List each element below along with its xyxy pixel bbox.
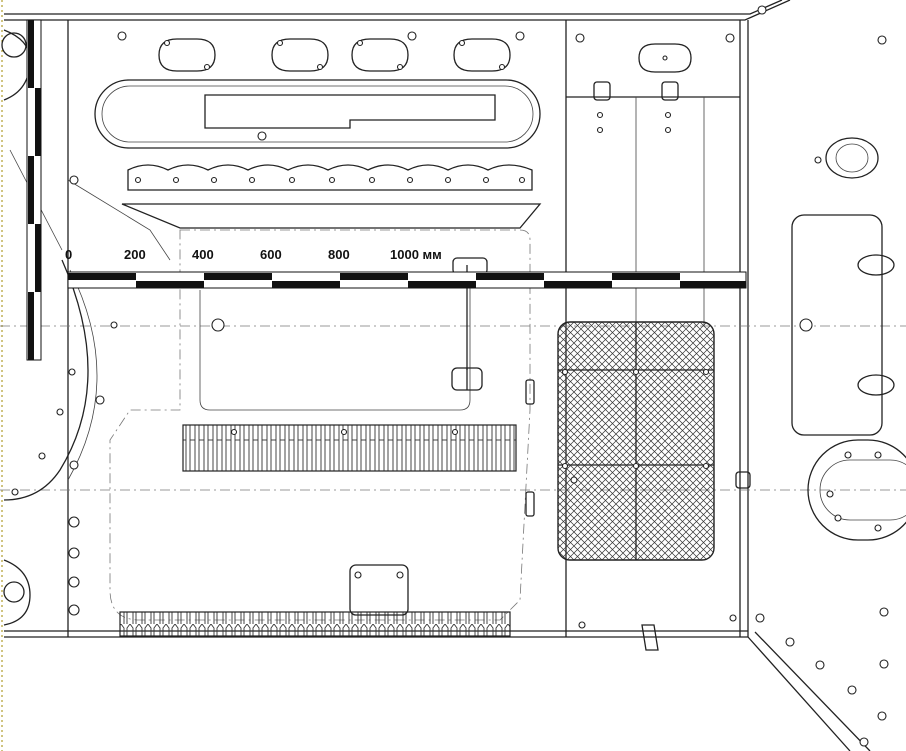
mesh-screen: [557, 321, 715, 561]
upper-right-panels: [566, 81, 740, 326]
bolt-strip: [127, 164, 533, 191]
central-panel: [199, 280, 471, 411]
panel-screw: [211, 318, 225, 332]
right-hull-section: [791, 137, 906, 541]
scale-bar: 0 200 400 600 800 1000 мм: [65, 247, 747, 289]
latches: [525, 379, 751, 651]
oval-hatch-covers: [158, 38, 692, 73]
elongated-oval-opening: [94, 79, 541, 149]
bolt-pattern: [11, 5, 889, 747]
louvered-grille: [182, 424, 517, 472]
scale-label-600: 600: [260, 247, 282, 262]
vertical-scale-ladder: [26, 19, 42, 361]
hull-outline: [4, 0, 871, 751]
left-wheel-arches: [1, 29, 171, 626]
scale-label-0: 0: [65, 247, 72, 262]
scale-label-800: 800: [328, 247, 350, 262]
scale-label-1000: 1000 мм: [390, 247, 442, 262]
slanted-plate: [121, 203, 542, 229]
scale-label-400: 400: [192, 247, 214, 262]
comb-vent: [119, 564, 511, 637]
scale-label-200: 200: [124, 247, 146, 262]
